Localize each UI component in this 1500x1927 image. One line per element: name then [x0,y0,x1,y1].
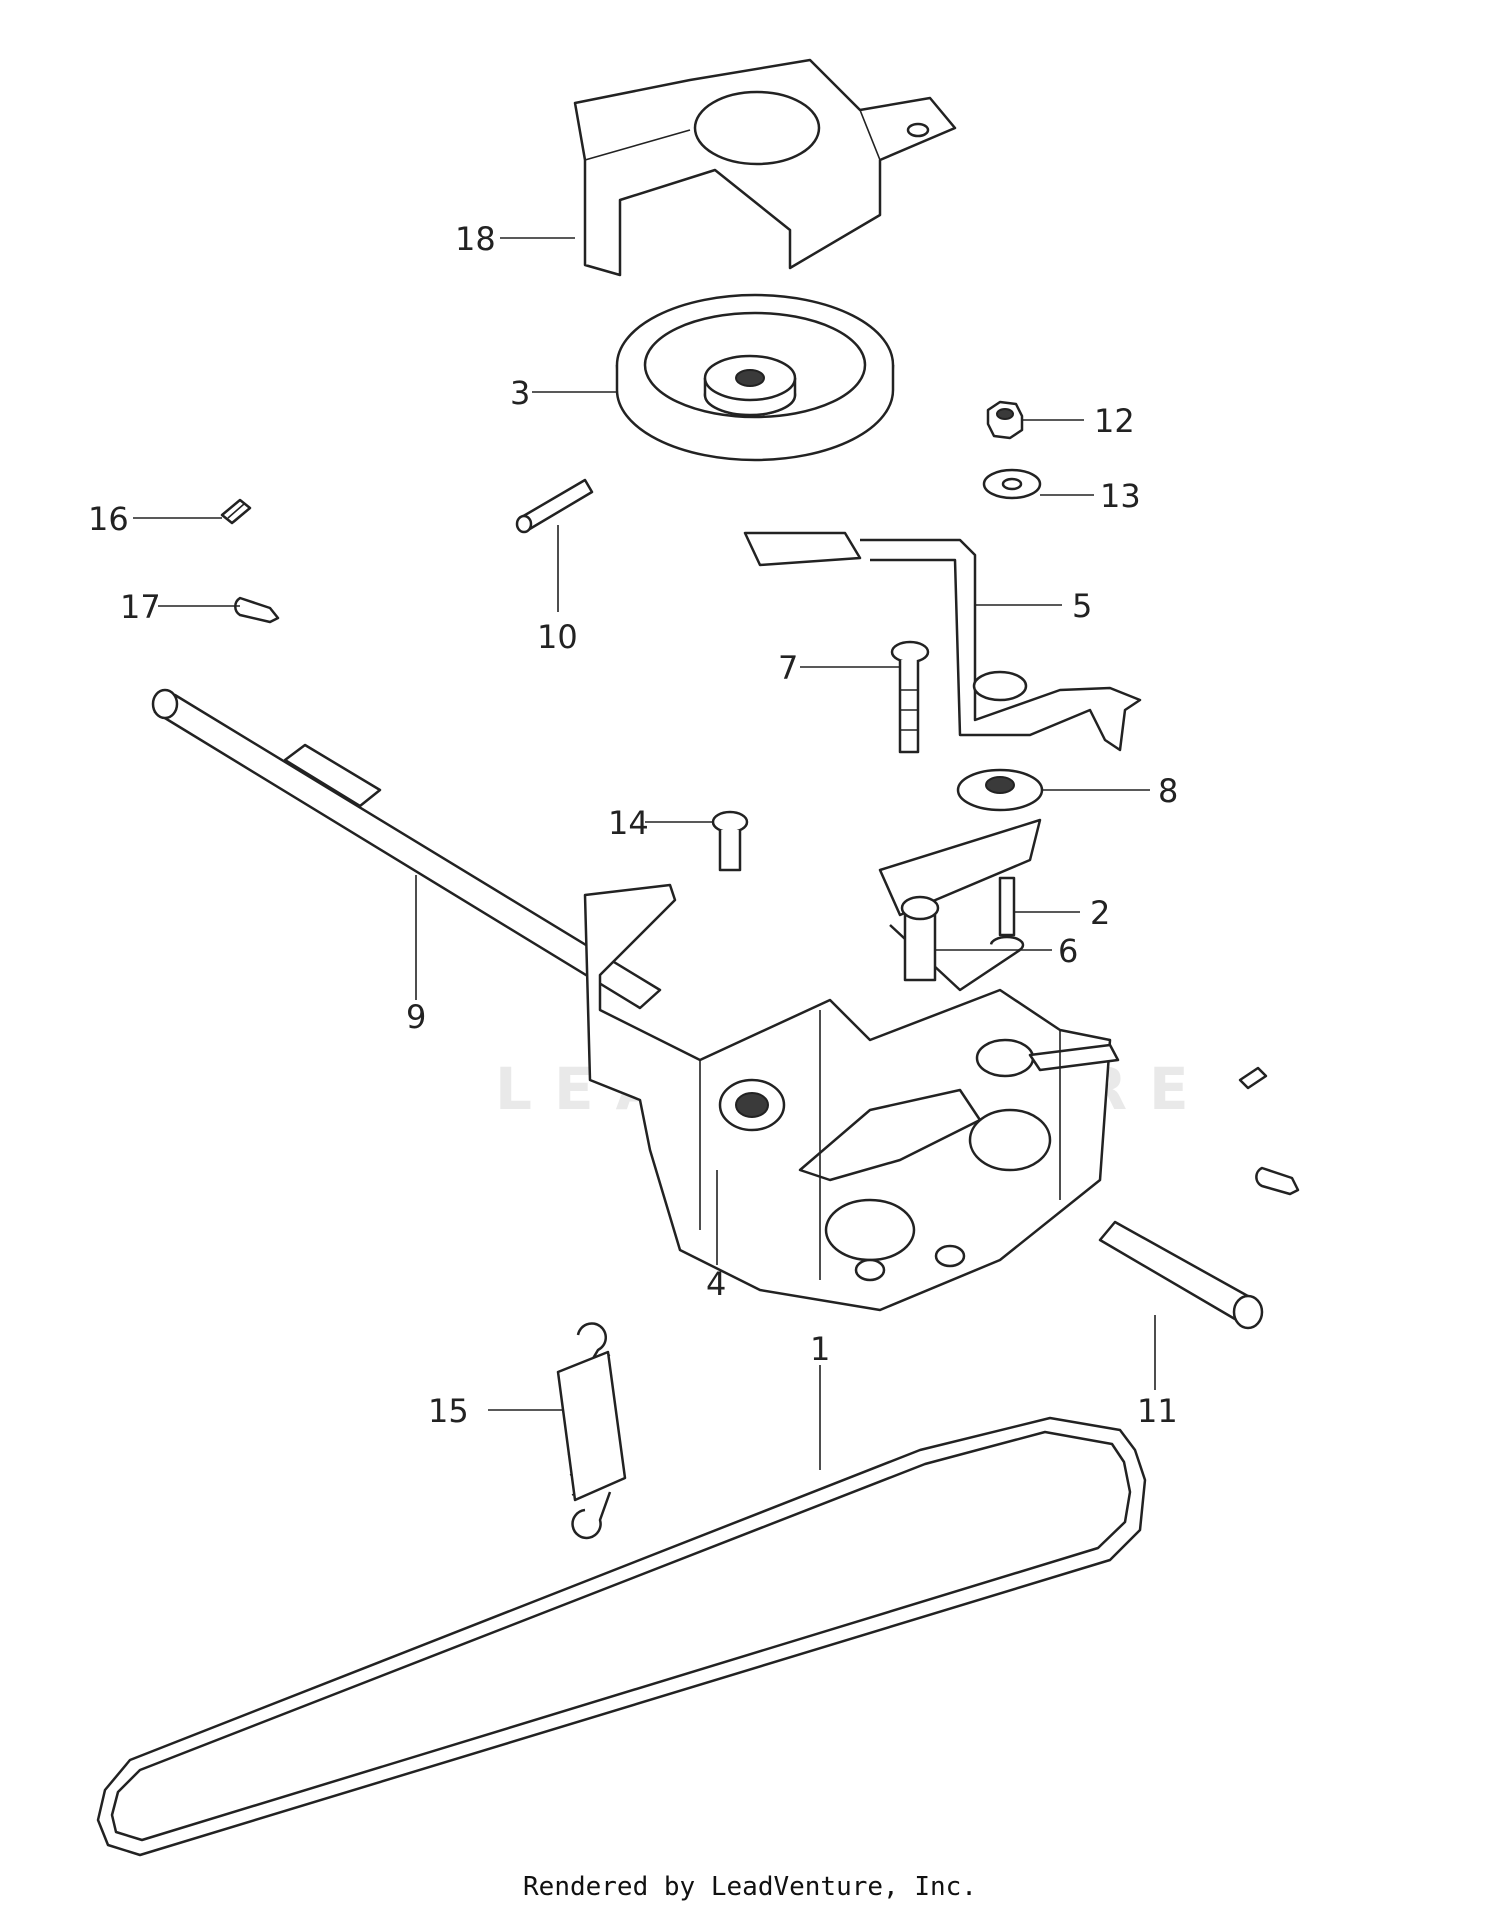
callout-9[interactable]: 9 [406,998,426,1036]
part-2-pin[interactable] [989,876,1025,955]
part-9-axle[interactable] [151,688,662,1010]
callout-17[interactable]: 17 [120,588,161,626]
callout-7[interactable]: 7 [778,649,798,687]
part-7-bolt[interactable] [890,640,930,754]
callout-4[interactable]: 4 [706,1265,726,1303]
callout-10[interactable]: 10 [537,618,578,656]
part-16-screw-right[interactable] [1238,1066,1268,1090]
callout-6[interactable]: 6 [1058,932,1078,970]
callout-1[interactable]: 1 [810,1330,830,1368]
part-14-bolt[interactable] [711,810,749,872]
callout-11[interactable]: 11 [1137,1392,1178,1430]
part-4-transmission[interactable] [583,818,1120,1312]
leader-lines [133,237,1156,1470]
callout-3[interactable]: 3 [510,374,530,412]
callout-14[interactable]: 14 [608,804,649,842]
callout-16[interactable]: 16 [88,500,129,538]
callout-labels: 18 3 12 13 16 17 10 5 7 8 14 2 6 9 4 1 1… [88,220,1178,1430]
part-5-lever[interactable] [743,531,1142,752]
callout-13[interactable]: 13 [1100,477,1141,515]
part-17-key-right[interactable] [1255,1166,1300,1196]
part-12-nut[interactable] [986,400,1024,440]
callout-15[interactable]: 15 [428,1392,469,1430]
part-3-pulley[interactable] [615,293,895,462]
part-6-post[interactable] [900,895,940,921]
callout-2[interactable]: 2 [1090,894,1110,932]
part-16-screw[interactable] [220,498,252,525]
part-17-key[interactable] [234,596,280,624]
part-15-spring[interactable] [556,1322,627,1540]
part-18-cover[interactable] [573,58,957,277]
part-13-washer[interactable] [982,468,1042,500]
callout-5[interactable]: 5 [1072,587,1092,625]
callout-12[interactable]: 12 [1094,402,1135,440]
part-11-axle[interactable] [1098,1220,1264,1330]
part-8-washer[interactable] [956,768,1044,812]
part-10-pin[interactable] [515,478,594,534]
part-1-belt[interactable] [96,1416,1147,1857]
render-credit: Rendered by LeadVenture, Inc. [523,1872,977,1902]
callout-18[interactable]: 18 [455,220,496,258]
callout-8[interactable]: 8 [1158,772,1178,810]
